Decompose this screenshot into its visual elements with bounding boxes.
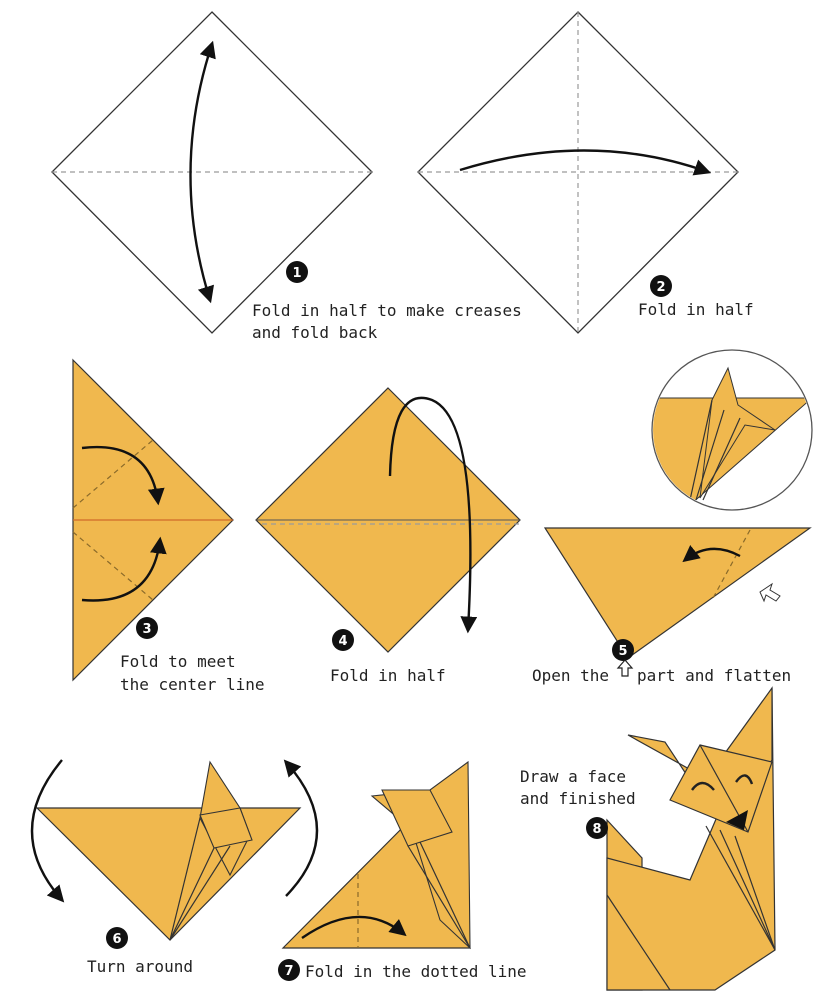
step-4-number: 4 — [338, 634, 347, 649]
step-1-number: 1 — [292, 266, 301, 281]
step-2-caption: Fold in half — [638, 300, 754, 319]
step-7-number: 7 — [284, 964, 293, 979]
step-6-right-turn-arrow-icon — [286, 762, 317, 896]
step-5-diagram — [545, 350, 812, 658]
step-6-caption: Turn around — [87, 957, 193, 976]
step-5-caption-part-1: Open the — [532, 666, 609, 685]
step-5-caption-part-2: part and flatten — [637, 666, 791, 685]
step-3-number: 3 — [142, 622, 151, 637]
step-7-diagram — [283, 762, 470, 948]
step-6-number: 6 — [112, 932, 121, 947]
step-5-number: 5 — [618, 644, 627, 659]
step-6-paper-triangle — [37, 808, 300, 940]
step-1-caption-line-1: Fold in half to make creases — [252, 301, 522, 320]
step-2-diagram — [418, 12, 738, 333]
step-6-diagram — [32, 760, 317, 940]
step-3-badge: 3 — [136, 617, 158, 639]
step-2-badge: 2 — [650, 275, 672, 297]
step-5-badge: 5 — [612, 639, 634, 661]
step-1-caption: Fold in half to make creases and fold ba… — [252, 301, 531, 342]
step-8-caption-line-1: Draw a face — [520, 767, 626, 786]
step-7-badge: 7 — [278, 959, 300, 981]
step-2-number: 2 — [656, 280, 665, 295]
step-3-caption-line-2: the center line — [120, 675, 265, 694]
hollow-up-arrow-icon — [618, 660, 632, 676]
step-2-caption-line-1: Fold in half — [638, 300, 754, 319]
step-3-caption: Fold to meet the center line — [120, 652, 265, 694]
step-5-pointer-arrow-icon — [760, 584, 780, 601]
step-6-left-turn-arrow-icon — [32, 760, 62, 900]
step-6-badge: 6 — [106, 927, 128, 949]
step-3-caption-line-1: Fold to meet — [120, 652, 236, 671]
step-8-badge: 8 — [586, 817, 608, 839]
step-8-number: 8 — [592, 822, 601, 837]
step-8-caption: Draw a face and finished — [520, 767, 636, 808]
step-7-caption: Fold in the dotted line — [305, 962, 527, 981]
step-4-caption: Fold in half — [330, 666, 446, 685]
step-5-detail-inset — [652, 350, 812, 510]
step-6-caption-line-1: Turn around — [87, 957, 193, 976]
step-4-badge: 4 — [332, 629, 354, 651]
step-1-caption-line-2: and fold back — [252, 323, 378, 342]
step-7-caption-line-1: Fold in the dotted line — [305, 962, 527, 981]
step-1-diagram — [52, 12, 372, 333]
step-8-caption-line-2: and finished — [520, 789, 636, 808]
step-4-diagram — [256, 388, 520, 652]
step-1-badge: 1 — [286, 261, 308, 283]
step-4-caption-line-1: Fold in half — [330, 666, 446, 685]
step-8-diagram — [607, 688, 775, 990]
